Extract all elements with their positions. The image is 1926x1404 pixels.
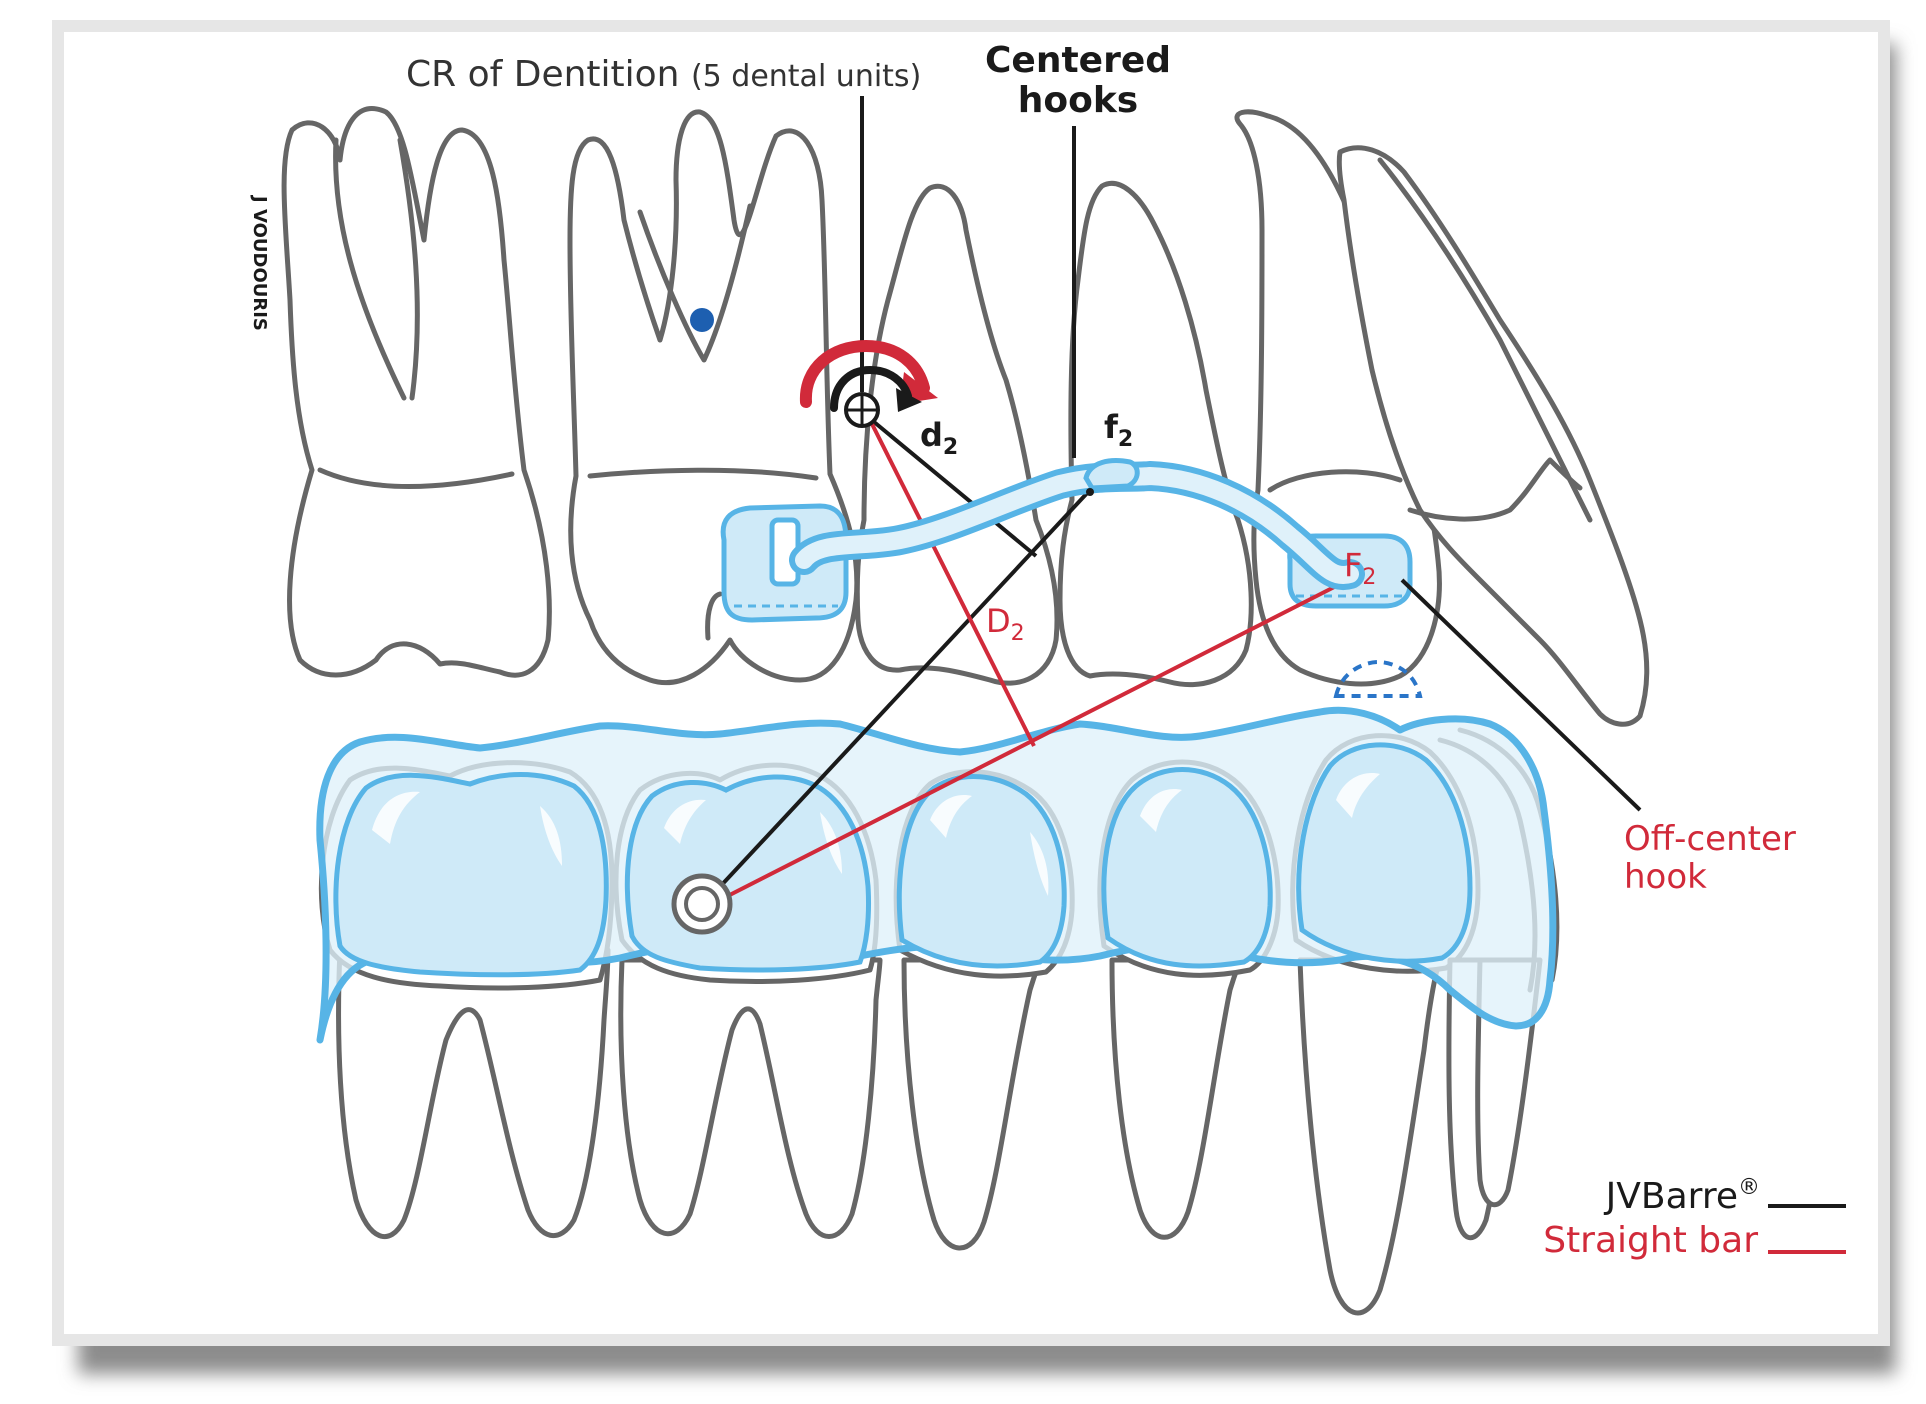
lower-canine-root — [1297, 957, 1443, 1316]
force-lines — [700, 410, 1642, 908]
offcenter-leader — [1400, 578, 1642, 812]
offcenter-label-1: Off-center — [1624, 819, 1796, 859]
legend-jvbarre: JVBarre® — [1604, 1175, 1760, 1217]
legend: JVBarre® Straight bar — [1543, 1175, 1846, 1261]
line-D2 — [868, 419, 1036, 747]
lower-molar-1-root — [336, 947, 611, 1240]
line-f2 — [700, 488, 1092, 908]
black-arrowhead — [896, 388, 922, 412]
line-F2 — [711, 578, 1349, 906]
upper-teeth — [281, 106, 1650, 727]
centered-hook-knob — [1083, 458, 1140, 491]
lower-premolar-1-root — [901, 957, 1043, 1251]
offcenter-label-2: hook — [1624, 857, 1707, 897]
red-rotation-arrow — [799, 339, 930, 408]
centered-hooks-label-1: Centered — [985, 40, 1171, 81]
aligner-tooth-1 — [333, 772, 609, 978]
bar-center-point — [1086, 488, 1094, 496]
aligner-tooth-2 — [624, 774, 871, 973]
lower-premolar-2-root — [1109, 957, 1243, 1240]
aligner-tooth-4 — [1101, 767, 1273, 969]
lower-button — [671, 873, 733, 935]
bars — [789, 458, 1365, 591]
upper-incisor — [1336, 145, 1650, 727]
line-d2 — [860, 410, 1038, 558]
center-of-resistance — [799, 96, 938, 428]
black-rotation-arrow — [830, 365, 912, 412]
cr-label: CR of Dentition (5 dental units) — [406, 54, 921, 95]
dashed-attachment-outline — [1333, 659, 1423, 698]
centered-hooks-label-2: hooks — [1018, 80, 1138, 121]
labels: CR of Dentition (5 dental units) Centere… — [249, 40, 1796, 897]
label-f2: f2 — [1104, 408, 1133, 452]
lower-molar-2-root — [618, 957, 883, 1239]
label-F2: F2 — [1344, 546, 1376, 590]
signature: J VOUDOURIS — [249, 194, 270, 331]
dot-marker — [690, 308, 714, 332]
upper-molar-1 — [281, 106, 552, 678]
legend-straight-bar: Straight bar — [1543, 1220, 1758, 1261]
label-d2: d2 — [920, 416, 958, 460]
label-D2: D2 — [986, 602, 1025, 646]
